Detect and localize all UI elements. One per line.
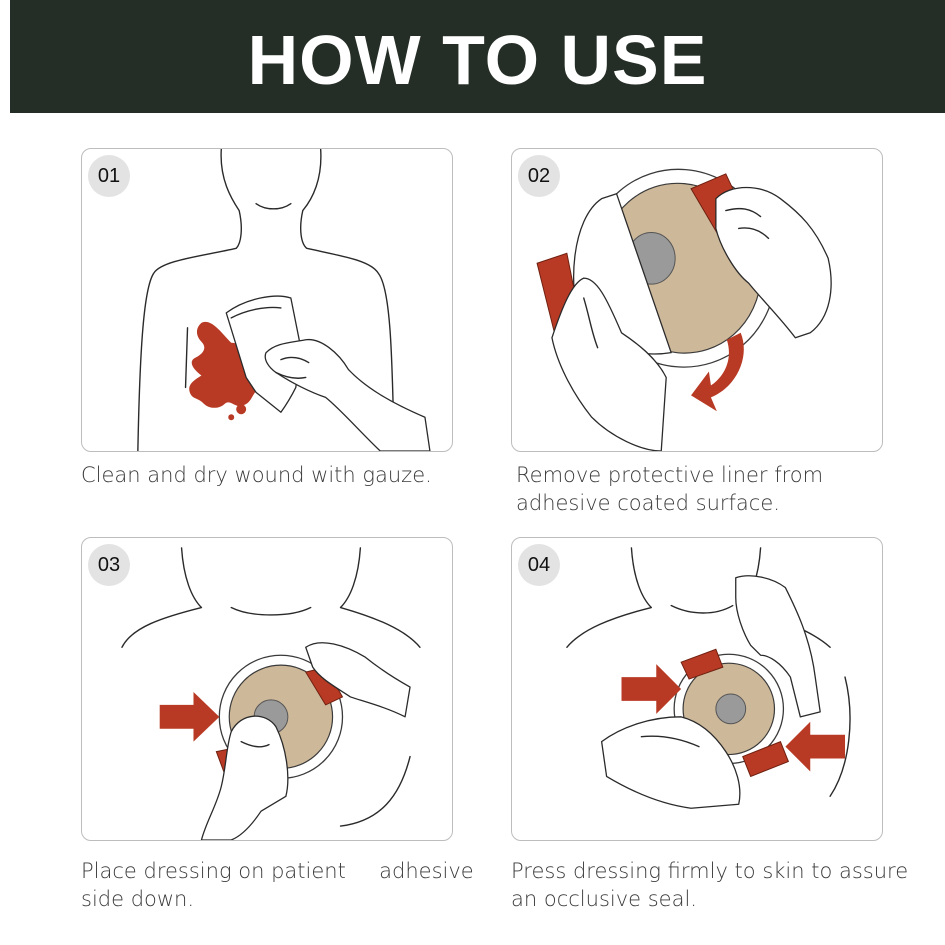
torso-outline bbox=[137, 149, 242, 451]
header-banner: HOW TO USE bbox=[10, 0, 945, 113]
gauze bbox=[225, 295, 302, 413]
left-hand bbox=[551, 277, 667, 451]
wound-blood bbox=[189, 321, 264, 408]
liner-tab-top bbox=[680, 648, 724, 680]
step-1-panel: 01 bbox=[81, 148, 453, 452]
step-4-badge: 04 bbox=[518, 544, 560, 586]
press-arrow-left bbox=[621, 664, 682, 714]
step-1-badge: 01 bbox=[88, 155, 130, 197]
bottom-hand bbox=[200, 715, 289, 840]
step-3-caption: Place dressing on patient adhesive side … bbox=[81, 859, 474, 911]
press-arrow-right bbox=[785, 721, 846, 772]
step-2-illustration bbox=[536, 168, 832, 451]
step-2-caption: Remove protective liner from adhesive co… bbox=[516, 463, 824, 515]
right-hand bbox=[715, 186, 832, 339]
top-hand bbox=[305, 642, 411, 718]
page-title: HOW TO USE bbox=[247, 20, 708, 99]
step-2-badge: 02 bbox=[518, 155, 560, 197]
step-3-badge: 03 bbox=[88, 544, 130, 586]
step-3-illustration bbox=[121, 547, 421, 840]
step-4-caption: Press dressing firmly to skin to assure … bbox=[511, 859, 909, 911]
step-3-panel: 03 bbox=[81, 537, 453, 841]
torso-outline bbox=[566, 547, 652, 648]
step-1-illustration bbox=[137, 149, 431, 451]
rotate-arrow bbox=[691, 332, 744, 412]
step-4-panel: 04 bbox=[511, 537, 883, 841]
step-2-panel: 02 bbox=[511, 148, 883, 452]
top-hand bbox=[735, 575, 821, 718]
liner-tab-bottom bbox=[742, 741, 790, 778]
bottom-hand bbox=[600, 716, 741, 809]
press-arrow bbox=[159, 691, 220, 742]
torso-outline bbox=[121, 547, 203, 648]
step-4-illustration bbox=[566, 547, 851, 809]
step-1-caption: Clean and dry wound with gauze. bbox=[81, 463, 432, 487]
